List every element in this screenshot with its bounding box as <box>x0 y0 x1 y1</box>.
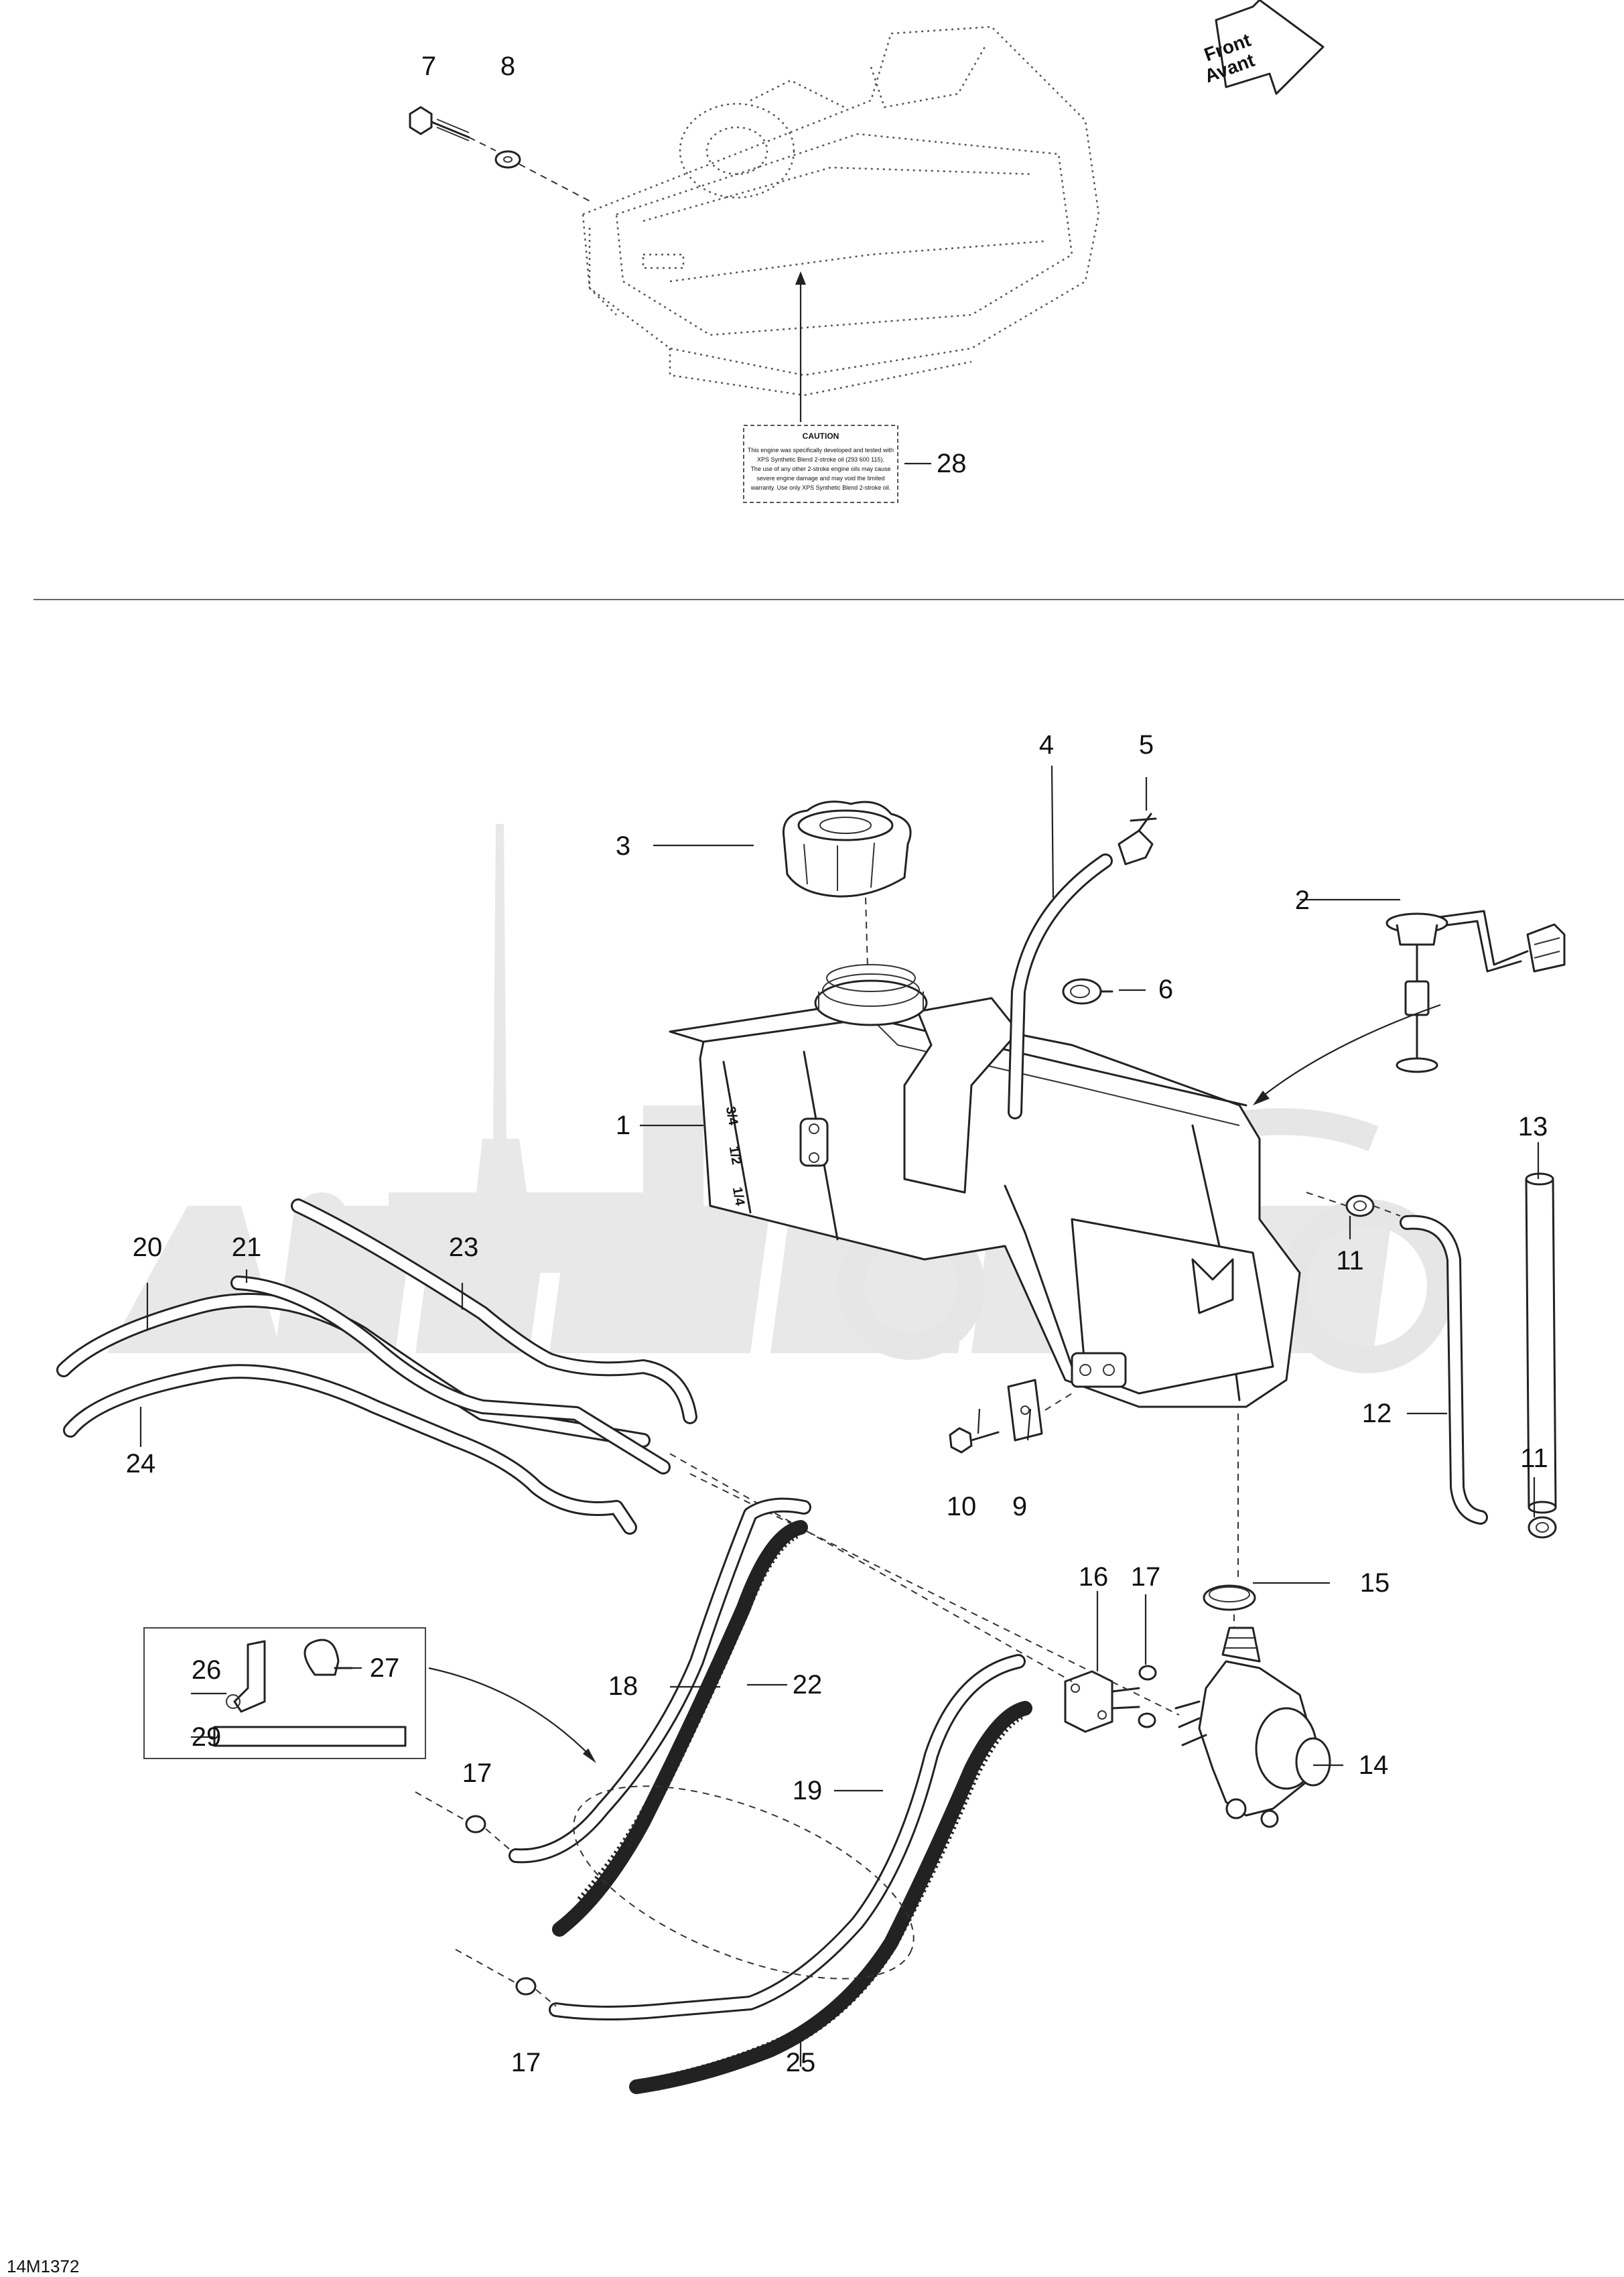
nut-axis <box>455 1949 557 2007</box>
callout-10: 10 <box>947 1492 977 1521</box>
plate-9 <box>1007 1379 1043 1442</box>
callout-27: 27 <box>370 1653 400 1683</box>
pointer-arrowhead <box>795 271 806 285</box>
caution-label-28: CAUTION This engine was specifically dev… <box>743 425 898 503</box>
plate-axis <box>1044 1393 1073 1411</box>
hose-routing-axis <box>669 1453 1180 1716</box>
cap-axis <box>865 897 868 969</box>
hose-25 <box>629 1701 1032 2094</box>
callout-26: 26 <box>192 1655 222 1685</box>
callout-9: 9 <box>1012 1492 1027 1521</box>
hose-23 <box>291 1198 697 1424</box>
front-direction-arrow: Front Avant <box>1201 0 1325 95</box>
pointer-arrowhead <box>583 1748 596 1763</box>
nut-17 <box>1138 1712 1156 1728</box>
caution-line: warranty. Use only XPS Synthetic Blend 2… <box>750 484 890 491</box>
tank-cap-3 <box>782 801 912 898</box>
chassis-assembly <box>582 25 1100 397</box>
oil-pump-14 <box>1174 1627 1331 1828</box>
vent-fitting-5 <box>1118 813 1157 866</box>
callout-29: 29 <box>192 1722 222 1752</box>
pump-axis <box>1233 1413 1239 1661</box>
pointer-arrowhead <box>1253 1091 1270 1105</box>
callout-14: 14 <box>1359 1750 1389 1780</box>
caution-line: XPS Synthetic Blend 2-stroke oil (293 60… <box>757 456 884 463</box>
hose-21 <box>230 1275 671 1474</box>
diagram-code: 14M1372 <box>7 2256 79 2276</box>
callout-4: 4 <box>1039 730 1054 760</box>
nut-17 <box>1138 1665 1157 1681</box>
callout-25: 25 <box>786 2048 816 2077</box>
level-sensor-2 <box>1385 910 1566 1073</box>
callout-19: 19 <box>793 1776 823 1805</box>
nut-17 <box>515 1977 537 1996</box>
hardware-kit-box <box>143 1627 426 1759</box>
fitting-plate-16 <box>1064 1670 1140 1733</box>
hose-19 <box>549 1654 1026 2020</box>
hose-22 <box>552 1520 808 1937</box>
oil-hose-12 <box>1400 1215 1488 1525</box>
caution-title: CAUTION <box>803 431 839 441</box>
callout-8: 8 <box>500 52 515 81</box>
hose-24 <box>63 1364 637 1535</box>
hose-clamp-11 <box>1528 1516 1557 1539</box>
nut-axis <box>415 1791 510 1850</box>
callout-5: 5 <box>1139 730 1154 760</box>
oil-tank-1: 3/4 1/2 1/4 <box>669 964 1301 1408</box>
hose-group-outline <box>573 1785 915 1980</box>
callout-18: 18 <box>608 1671 638 1701</box>
bolt-10 <box>949 1427 1000 1454</box>
tank-level-mark: 3/4 <box>723 1105 741 1127</box>
callout-16: 16 <box>1079 1562 1109 1592</box>
callout-15: 15 <box>1360 1568 1390 1598</box>
callout-17: 17 <box>1131 1562 1161 1592</box>
callout-leaders <box>139 462 1540 2067</box>
callout-6: 6 <box>1158 975 1173 1004</box>
callout-17: 17 <box>511 2048 541 2077</box>
nut-17 <box>465 1815 486 1834</box>
callout-1: 1 <box>616 1111 630 1140</box>
caution-line: The use of any other 2-stroke engine oil… <box>750 466 890 472</box>
hose-18 <box>509 1497 811 1864</box>
callout-11: 11 <box>1336 1246 1364 1275</box>
callout-2: 2 <box>1295 886 1310 915</box>
callout-7: 7 <box>421 52 436 81</box>
hose-clamp-6 <box>1062 978 1113 1005</box>
callout-11: 11 <box>1520 1444 1548 1473</box>
callout-23: 23 <box>449 1233 479 1262</box>
tank-level-mark: 1/4 <box>730 1186 748 1207</box>
vent-hose-4 <box>1008 853 1113 1119</box>
caution-line: severe engine damage and may void the li… <box>756 475 884 482</box>
tank-level-mark: 1/2 <box>726 1145 744 1166</box>
callout-28: 28 <box>937 449 967 478</box>
bolt-axis <box>468 137 590 202</box>
clamp-15 <box>1203 1584 1256 1611</box>
callout-20: 20 <box>133 1233 163 1262</box>
callout-21: 21 <box>232 1233 262 1262</box>
callout-3: 3 <box>616 831 630 861</box>
callout-22: 22 <box>793 1670 823 1700</box>
sensor-pointer <box>1259 1004 1441 1099</box>
hose-13 <box>1525 1172 1557 1514</box>
callout-17: 17 <box>462 1758 492 1788</box>
kit-pointer <box>428 1667 590 1756</box>
bolt-7 <box>409 106 470 141</box>
callout-12: 12 <box>1362 1399 1392 1428</box>
clamp-axis <box>1306 1192 1401 1217</box>
callout-13: 13 <box>1518 1112 1548 1142</box>
caution-line: This engine was specifically developed a… <box>748 447 894 454</box>
washer-8 <box>494 150 521 169</box>
hose-clamp-11 <box>1345 1194 1375 1217</box>
callout-24: 24 <box>126 1449 156 1478</box>
